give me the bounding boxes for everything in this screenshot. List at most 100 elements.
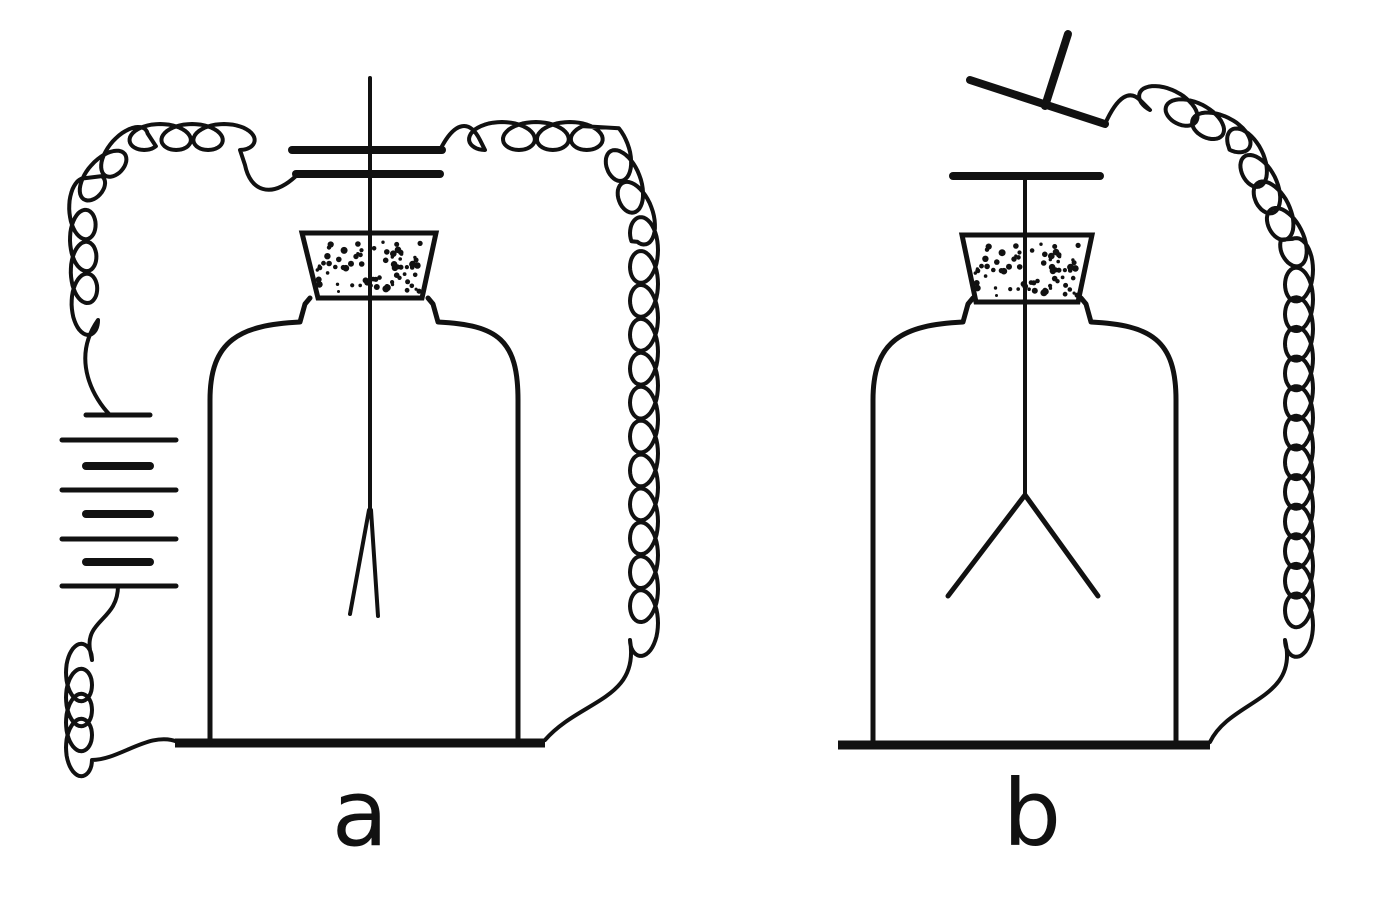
cork-speckle [358,252,363,258]
cork-speckle [397,275,402,280]
cork-speckle [335,282,340,286]
cork-speckle [371,246,377,251]
cork-speckle [1042,287,1048,293]
cork-speckle [340,264,346,271]
cork-speckle [325,271,330,275]
cork-speckle [982,255,989,262]
cork-speckle [404,265,409,270]
cork-speckle [979,263,984,269]
cork-speckle [404,287,410,293]
cork-speckle [358,283,363,288]
cork-speckle [416,288,422,294]
cork-speckle [384,249,390,255]
panel-b-switch [966,30,1109,128]
panel-a-wire-right [438,120,660,742]
panel-a-closed-leaves [348,508,380,618]
cork-speckle [1008,287,1013,292]
cork-speckle [1048,257,1053,262]
panel-b-bell-jar [870,295,1179,748]
cork-speckle [1031,280,1037,286]
cork-speckle [359,248,364,253]
cork-speckle [993,286,998,290]
cork-speckle [315,268,319,272]
cork-speckle [1027,287,1031,292]
cork-speckle [1055,279,1060,284]
cork-speckle [373,276,379,282]
cork-speckle [1013,243,1019,249]
panel-a-bell-jar [207,295,521,746]
cork-speckle [390,280,395,285]
panel-a-coiled-wires [64,120,660,779]
cork-speckle [390,250,397,257]
cork-speckle [1017,250,1022,255]
cork-speckle [973,271,977,275]
cork-speckle [1029,248,1035,253]
cork-speckle [358,261,365,267]
cork-speckle [1006,263,1012,270]
panel-a-wire-left-upper [67,122,298,417]
cork-speckle [1048,252,1055,260]
cork-speckle [984,247,990,252]
cork-speckle [1011,256,1017,262]
panel-a-label: a [332,760,388,867]
cork-speckle [1067,263,1075,271]
cork-speckle [373,284,380,290]
cork-speckle [1067,287,1073,292]
cork-speckle [1075,242,1081,248]
cork-speckle [1040,260,1047,266]
cork-speckle [1072,291,1076,295]
cork-speckle [317,264,321,268]
cork-speckle [321,260,326,266]
cork-speckle [984,263,990,270]
cork-speckle [384,284,390,289]
cork-speckle [348,260,354,267]
cork-speckle [412,272,418,278]
cork-speckle [973,280,980,286]
cork-speckle [337,290,340,293]
panel-a-battery [59,412,179,589]
cork-speckle [1042,251,1048,258]
cork-speckle [1016,287,1020,291]
cork-speckle [1063,282,1069,288]
cork-speckle [1052,244,1058,249]
cork-speckle [315,276,322,283]
cork-speckle [1048,263,1056,271]
cork-speckle [991,267,996,273]
cork-speckle [983,274,988,278]
cork-speckle [995,294,998,297]
cork-speckle [398,257,403,261]
cork-speckle [390,255,394,259]
cork-speckle [340,246,348,254]
cork-speckle [377,275,382,280]
cork-speckle [1062,291,1068,297]
cork-speckle [326,260,332,267]
cork-speckle [353,253,359,260]
cork-speckle [350,283,355,288]
panel-b-coiled-wires [1103,84,1315,744]
cork-speckle [1048,283,1053,288]
cork-speckle [1031,287,1038,294]
panel-b-wire-right [1103,84,1315,744]
cork-speckle [1039,242,1043,246]
cork-speckle [998,268,1004,274]
cork-speckle [326,245,332,250]
cork-speckle [994,259,1000,265]
cork-speckle [1070,275,1076,281]
cork-speckle [398,249,404,256]
cork-speckle [998,249,1006,257]
cork-speckle [324,253,331,260]
cork-speckle [336,256,342,263]
cork-speckle [394,241,400,247]
cork-speckle [405,279,411,285]
cork-speckle [413,255,417,260]
cork-speckle [1056,252,1062,258]
panel-b-diverged-leaves [945,492,1101,599]
cork-speckle [1016,255,1021,260]
cork-speckle [333,264,338,270]
panel-a: a [59,76,660,867]
cork-speckle [1062,268,1067,273]
cork-speckle [316,281,323,288]
cork-speckle [1071,258,1075,262]
cork-speckle [409,260,417,268]
